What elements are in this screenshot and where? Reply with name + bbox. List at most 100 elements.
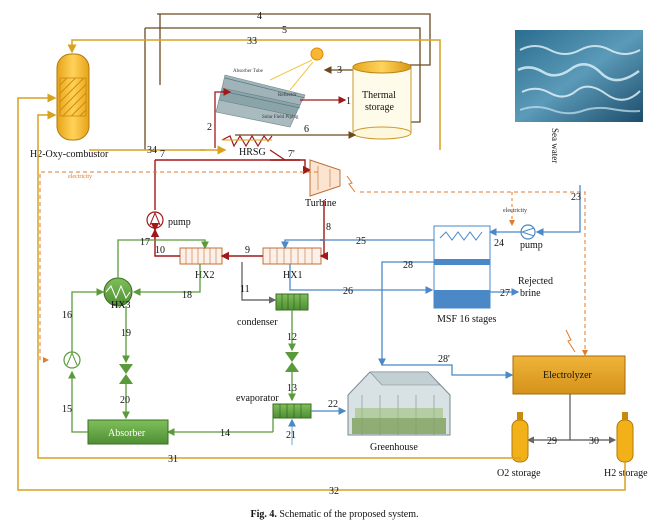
stream-13-label: 13	[287, 383, 297, 394]
stream-23-label: 23	[571, 192, 581, 203]
stream-20-label: 20	[120, 395, 130, 406]
stream-16-line	[71, 288, 105, 352]
pump-left	[63, 351, 81, 369]
thermal-storage-label-1: Thermal	[362, 90, 396, 101]
stream-17-line	[117, 239, 209, 278]
stream-29-line	[526, 394, 571, 444]
stream-32-label: 32	[329, 486, 339, 497]
electrolyzer-lightning-icon	[565, 329, 576, 353]
stream-33-line	[67, 39, 441, 150]
evaporator	[272, 403, 312, 419]
sun-ray-2	[289, 61, 314, 91]
turbine-label: Turbine	[305, 198, 337, 209]
thermal-storage-tank	[352, 60, 412, 140]
stream-19-label: 19	[121, 328, 131, 339]
stream-5-line	[145, 27, 421, 123]
solar-field-piping-label: Solar Field Piping	[262, 115, 299, 120]
stream-16-label: 16	[62, 310, 72, 321]
caption-prefix: Fig. 4.	[250, 509, 277, 520]
pump-top-label: pump	[168, 217, 191, 228]
stream-18-label: 18	[182, 290, 192, 301]
caption-text: Schematic of the proposed system.	[279, 509, 419, 520]
hx3-label: HX3	[111, 300, 130, 311]
top-loop-lines	[67, 13, 441, 150]
stream-7p-label: 7'	[288, 149, 295, 160]
electricity-right-label: electricity	[503, 208, 527, 214]
stream-33-label: 33	[247, 36, 257, 47]
stream-27-label: 27	[500, 288, 510, 299]
sun-ray-1	[269, 59, 313, 81]
stream-31-label: 31	[168, 454, 178, 465]
stream-28p-line	[382, 364, 514, 379]
turbine-lightning-icon	[346, 175, 356, 193]
stream-4-label: 4	[257, 11, 262, 22]
reflector-label: Reflector	[278, 93, 297, 98]
stream-32-line	[17, 93, 626, 491]
h2-oxy-combustor	[56, 53, 90, 141]
condenser-label: condenser	[237, 317, 278, 328]
stream-12-label: 12	[287, 332, 297, 343]
stream-17-label: 17	[140, 237, 150, 248]
rejected-brine-label-1: Rejected	[518, 276, 553, 287]
hx2-label: HX2	[195, 270, 214, 281]
stream-22-label: 22	[328, 399, 338, 410]
stream-10-line	[150, 228, 180, 257]
stream-8-label: 8	[326, 222, 331, 233]
turbine	[309, 159, 341, 197]
hx1-label: HX1	[283, 270, 302, 281]
absorber-tube-label: Absorber Tube	[233, 69, 264, 74]
stream-6-label: 6	[304, 124, 309, 135]
stream-26-label: 26	[343, 286, 353, 297]
msf-label: MSF 16 stages	[437, 314, 497, 325]
stream-24-label: 24	[494, 238, 504, 249]
stream-15-line	[68, 370, 88, 433]
stream-21-label: 21	[286, 430, 296, 441]
electricity-left-label: electricity	[68, 174, 92, 180]
stream-8-into-hx1	[319, 240, 328, 261]
electrolyzer-label: Electrolyzer	[543, 370, 593, 381]
stream-26-line	[289, 264, 434, 294]
greenhouse-label: Greenhouse	[370, 442, 418, 453]
pump-right	[520, 224, 536, 240]
pump-right-label: pump	[520, 240, 543, 251]
stream-2-line	[214, 88, 232, 128]
sea-water-image	[515, 30, 643, 122]
greenhouse	[347, 371, 451, 436]
o2-storage-cylinder	[511, 412, 529, 463]
stream-28-label: 28	[403, 260, 413, 271]
electricity-line-right	[360, 191, 588, 356]
stream-29-label: 29	[547, 436, 557, 447]
stream-25-line	[281, 239, 434, 250]
stream-9-label: 9	[245, 245, 250, 256]
o2-storage-label: O2 storage	[497, 468, 541, 479]
stream-14-label: 14	[220, 428, 230, 439]
sea-water-label: Sea water	[550, 128, 560, 163]
stream-28-line	[378, 261, 434, 367]
msf-unit	[433, 225, 491, 309]
figure-caption: Fig. 4. Schematic of the proposed system…	[0, 509, 669, 520]
condenser	[275, 293, 309, 311]
pump-top	[146, 211, 164, 229]
electrolyzer	[512, 355, 626, 395]
stream-15-label: 15	[62, 404, 72, 415]
h2-storage-cylinder	[616, 412, 634, 463]
stream-25-label: 25	[356, 236, 366, 247]
stream-3-label: 3	[337, 65, 342, 76]
stream-7-label: 7	[160, 149, 165, 160]
trough-row-3	[215, 99, 296, 128]
stream-10-label: 10	[155, 245, 165, 256]
stream-1-label: 1	[346, 96, 351, 107]
absorber-label: Absorber	[108, 428, 146, 439]
stream-31-line	[37, 110, 521, 462]
solar-field	[215, 47, 324, 128]
hx2	[179, 247, 223, 265]
expansion-valve-13	[285, 352, 299, 372]
hrsg	[221, 134, 273, 148]
hrsg-label: HRSG	[239, 147, 266, 158]
evaporator-label: evaporator	[236, 393, 279, 404]
stream-7p-line	[270, 159, 312, 175]
sun-icon	[310, 47, 324, 61]
combustor-label: H2-Oxy-combustor	[30, 149, 109, 160]
